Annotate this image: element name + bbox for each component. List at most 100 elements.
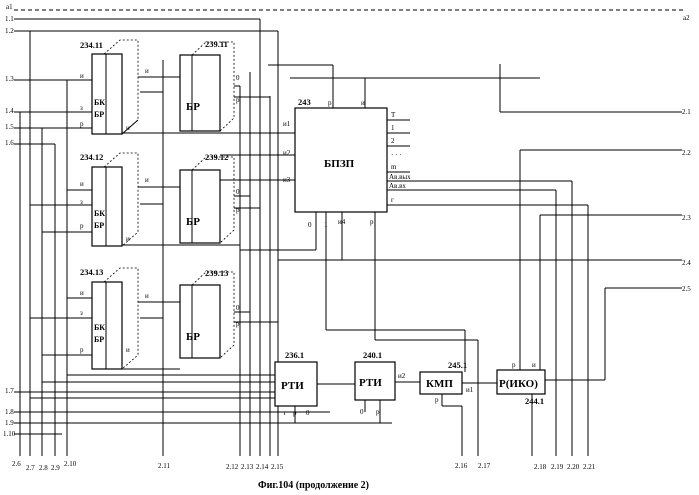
input-label-1-2: 1.2 [5,27,14,35]
bpzp-bottom-wires [240,212,478,340]
br-name: БР [94,335,104,344]
pin-0: 0 [236,188,240,196]
bpzp-out-g: г [391,196,394,204]
br-name: БР [94,221,104,230]
pin-out: и [126,235,130,243]
bottom-label-2-15: 2.15 [271,463,284,471]
output-label-2-2: 2.2 [682,149,691,157]
bottom-label-2-11: 2.11 [158,462,170,470]
br-name: БР [94,110,104,119]
br-block-body [180,170,220,243]
input-label-1-8: 1.8 [5,408,14,416]
bottom-label-2-7: 2.7 [26,464,35,472]
kmp-pin-i1: и1 [466,386,474,394]
bpzp-output-wires [387,120,588,456]
input-label-1-5: 1.5 [5,123,14,131]
br-block-239-12: 239.12 БР и 0 р [145,152,240,243]
br-index: 239.12 [205,152,228,162]
bottom-label-2-8: 2.8 [39,464,48,472]
br-name: БР [186,101,200,113]
rti2-index: 240.1 [363,350,382,360]
output-label-2-4: 2.4 [682,259,691,267]
bpzp-out-av-in: Ав.вх [389,182,406,190]
br-name: БР [186,331,200,343]
input-label-1-6: 1.6 [5,139,14,147]
kmp-pin-i2: и2 [398,372,406,380]
bpzp-pin-i2: и2 [283,149,291,157]
pin-0: 0 [236,74,240,82]
output-label-2-5: 2.5 [682,285,691,293]
bpzp-out-1: 1 [391,124,395,132]
kmp-name: КМП [426,378,453,390]
bottom-label-2-20: 2.20 [567,463,580,471]
kmp-index: 245.1 [448,360,467,370]
br-block-body [180,285,220,358]
bottom-label-2-13: 2.13 [241,463,254,471]
rti2-pin-0: 0 [360,408,364,416]
bottom-label-2-17: 2.17 [478,462,491,470]
bk-name: БК [94,209,105,218]
bpzp-index: 243 [298,97,311,107]
pin-out: и [126,124,130,132]
bpzp-block-243: 243 БПЗП р и и1 и2 и3 0 1 и4 р T 1 2 · ·… [283,97,411,229]
bus-a1-label: a1 [6,3,13,11]
kmp-pin-r: р [435,396,439,404]
pin-i: и [145,292,149,300]
bottom-label-2-10: 2.10 [64,460,77,468]
bk-block-body [92,167,122,246]
bpzp-pin-top-i: и [361,99,365,107]
rti-block-240-1: 240.1 РТИ 0 р [355,350,420,423]
bpzp-pin-i3: и3 [283,176,291,184]
pin-i: и [145,176,149,184]
output-label-2-3: 2.3 [682,214,691,222]
bk-index: 234.11 [80,40,103,50]
bk-name: БК [94,323,105,332]
br-index: 239.13 [205,268,228,278]
riko-pin-r: р [512,361,516,369]
bottom-label-2-21: 2.21 [583,463,596,471]
figure-caption: Фиг.104 (продолжение 2) [258,480,369,491]
bk-index: 234.13 [80,267,103,277]
pin-r: р [80,222,84,230]
input-label-1-4: 1.4 [5,107,14,115]
pin-z: з [80,309,83,317]
br-index: 239.11 [205,39,228,49]
br-block-body [180,55,220,131]
pin-i: и [80,72,84,80]
bpzp-pin-bottom-0: 0 [308,221,312,229]
pin-0: 0 [236,304,240,312]
bpzp-out-T: T [391,111,396,119]
rti2-name: РТИ [359,377,382,389]
input-label-1-7: 1.7 [5,387,14,395]
br-name: БР [186,216,200,228]
bpzp-out-2: 2 [391,137,395,145]
pin-r: р [80,346,84,354]
rti1-name: РТИ [281,380,304,392]
kmp-block-245-1: 245.1 КМП и2 р и1 [398,330,497,456]
bottom-label-2-12: 2.12 [226,463,239,471]
bpzp-pin-bottom-r: р [370,218,374,226]
bpzp-pin-i1: и1 [283,120,291,128]
bottom-label-2-18: 2.18 [534,463,547,471]
bpzp-out-m: m [391,163,397,171]
riko-name: Р(ИКО) [499,378,538,390]
bk-name: БК [94,98,105,107]
output-label-2-1: 2.1 [682,108,691,116]
bpzp-pin-top-r: р [328,99,332,107]
pin-r: р [80,120,84,128]
bottom-label-2-19: 2.19 [551,463,564,471]
riko-block-244-1: 244.1 Р(ИКО) р и [497,350,545,456]
bpzp-name: БПЗП [324,158,355,170]
bpzp-out-dots: · · · [391,151,402,159]
pin-i: и [80,289,84,297]
input-label-1-1: 1.1 [5,15,14,23]
bottom-label-2-9: 2.9 [51,464,60,472]
br-block-239-11: 239.11 БР и 0 р [145,39,240,131]
pin-out: и [126,346,130,354]
input-label-1-3: 1.3 [5,75,14,83]
input-label-1-10: 1.10 [3,430,16,438]
bus-a2-label: a2 [683,14,690,22]
rti2-pin-r: р [376,408,380,416]
rti1-index: 236.1 [285,350,304,360]
pin-z: з [80,104,83,112]
